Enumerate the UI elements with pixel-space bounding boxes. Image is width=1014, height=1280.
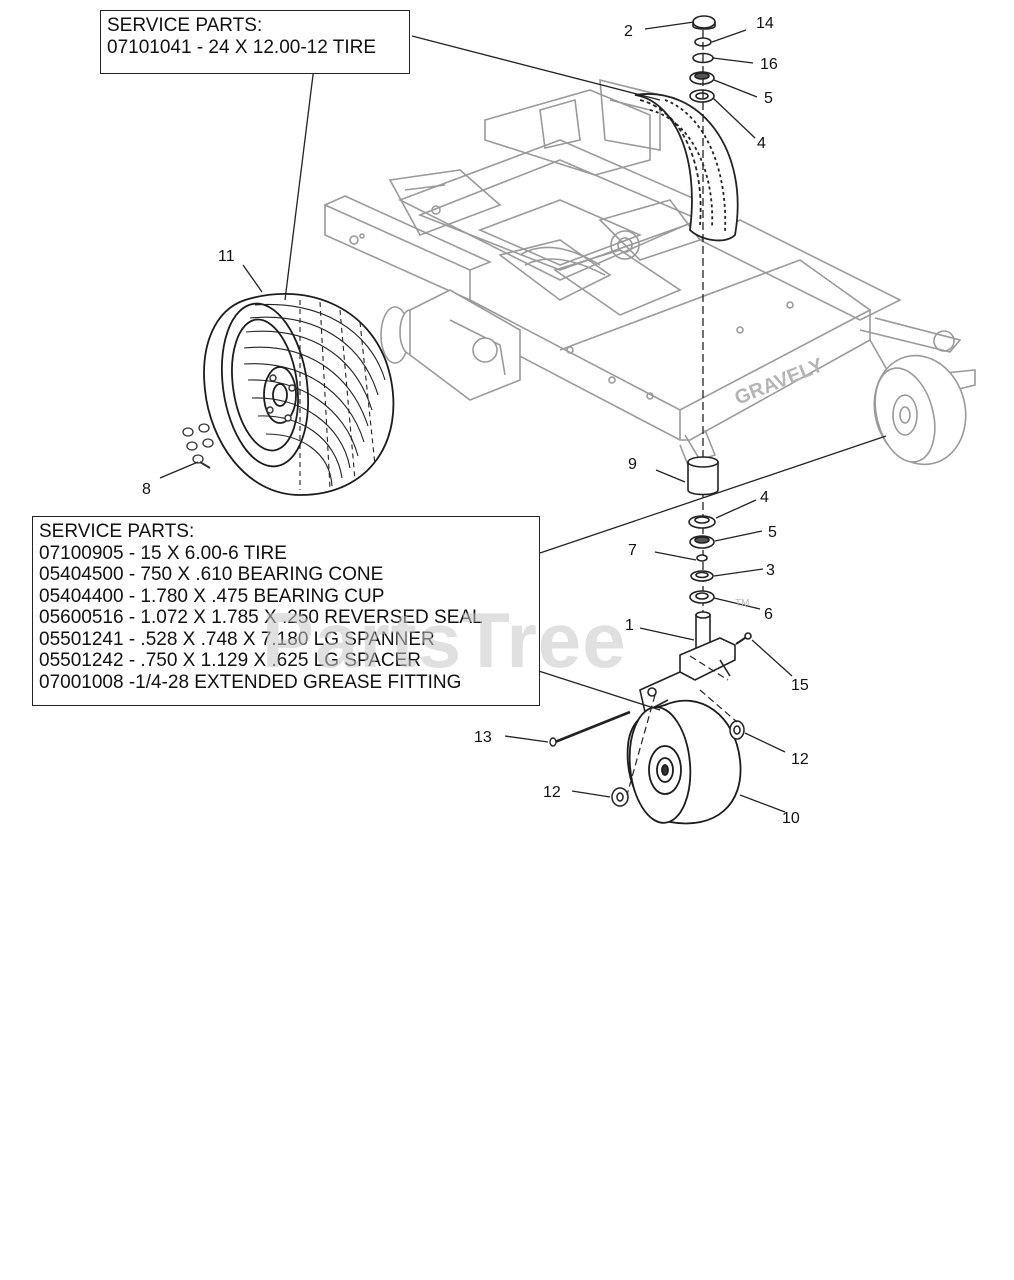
callout-16: 16 [760, 56, 778, 73]
callout-13: 13 [474, 729, 492, 746]
callout-3: 3 [766, 562, 775, 579]
callout-numbers: 2 14 16 5 4 11 8 9 4 5 7 3 6 1 15 13 12 … [142, 15, 809, 827]
service-part-line: 05501241 - .528 X .748 X 7.180 LG SPANNE… [39, 628, 435, 650]
callout-4-top: 4 [757, 135, 766, 152]
callout-12-right: 12 [791, 751, 809, 768]
callout-11: 11 [218, 248, 235, 265]
front-right-caster-wheel [873, 354, 967, 466]
axle-bolt [554, 710, 631, 744]
callout-5-top: 5 [764, 90, 773, 107]
caster-fork [639, 611, 752, 714]
axle-spacers [611, 720, 745, 807]
callout-14: 14 [756, 15, 774, 32]
lower-bearing-stack [688, 515, 716, 604]
callout-12-left: 12 [543, 784, 561, 801]
watermark-trademark: TM [735, 598, 750, 609]
callout-9: 9 [628, 456, 637, 473]
service-part-line: 05404400 - 1.780 X .475 BEARING CUP [39, 585, 385, 607]
service-part-line: 05501242 - .750 X 1.129 X .625 LG SPACER [39, 650, 422, 671]
callout-4-mid: 4 [760, 489, 769, 506]
callout-15: 15 [791, 677, 809, 694]
brand-text: GRAVELY [732, 354, 827, 410]
lug-nuts [182, 423, 214, 469]
service-parts-box-front: SERVICE PARTS: 07100905 - 15 X 6.00-6 TI… [32, 516, 540, 706]
callout-8: 8 [142, 481, 151, 498]
service-part-line: 07100905 - 15 X 6.00-6 TIRE [39, 542, 287, 564]
assembly-guide-lines [626, 655, 738, 796]
callout-6: 6 [764, 606, 773, 623]
callout-5-mid: 5 [768, 524, 777, 541]
service-part-line: 05600516 - 1.072 X 1.785 X .250 REVERSED… [39, 607, 483, 628]
service-part-line: 05404500 - 750 X .610 BEARING CONE [39, 564, 384, 585]
service-parts-heading: SERVICE PARTS: [39, 521, 195, 542]
callout-1: 1 [625, 617, 634, 634]
callout-10: 10 [782, 810, 800, 827]
rear-right-tire [634, 93, 739, 242]
rear-axle-hub [380, 289, 521, 401]
rear-left-tire [203, 292, 395, 496]
service-parts-box-rear: SERVICE PARTS: 07101041 - 24 X 12.00-12 … [100, 10, 410, 74]
leader-lines [159, 21, 887, 813]
service-part-line: 07101041 - 24 X 12.00-12 TIRE [107, 36, 377, 58]
callout-7: 7 [628, 542, 637, 559]
service-parts-heading: SERVICE PARTS: [107, 15, 263, 36]
caster-tube [687, 456, 719, 496]
watermark: PartsTree [262, 596, 627, 684]
callout-2: 2 [624, 23, 633, 40]
service-part-line: 07001008 -1/4-28 EXTENDED GREASE FITTING [39, 671, 462, 693]
front-caster-wheel [626, 699, 742, 825]
